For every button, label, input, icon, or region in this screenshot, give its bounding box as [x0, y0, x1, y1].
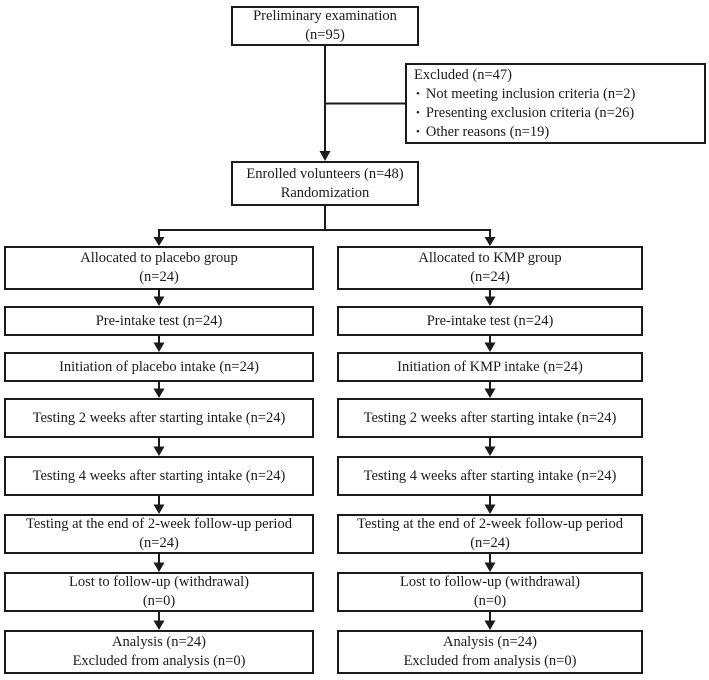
node-placebo-pre-intake-test: Pre-intake test (n=24)	[4, 306, 314, 336]
node-placebo-analysis: Analysis (n=24) Excluded from analysis (…	[4, 630, 314, 674]
excluded-reason-text: Presenting exclusion criteria (n=26)	[425, 104, 635, 121]
node-text-line: Testing 4 weeks after starting intake (n…	[363, 467, 617, 484]
node-placebo-allocated: Allocated to placebo group (n=24)	[4, 246, 314, 290]
node-text-line: Lost to follow-up (withdrawal)	[68, 574, 249, 590]
node-kmp-pre-intake-test: Pre-intake test (n=24)	[337, 306, 643, 336]
node-kmp-lost-to-followup: Lost to follow-up (withdrawal) (n=0)	[337, 572, 643, 612]
node-kmp-testing-4-weeks: Testing 4 weeks after starting intake (n…	[337, 456, 643, 496]
bullet-icon: •	[416, 87, 420, 100]
excluded-reason-text: Not meeting inclusion criteria (n=2)	[425, 85, 636, 102]
node-text-line: (n=24)	[470, 269, 510, 285]
excluded-reason-text: Other reasons (n=19)	[425, 123, 550, 140]
bullet-icon: •	[416, 125, 420, 138]
node-excluded: Excluded (n=47) • Not meeting inclusion c…	[405, 63, 706, 144]
node-placebo-testing-4-weeks: Testing 4 weeks after starting intake (n…	[4, 456, 314, 496]
node-text-line: Testing 2 weeks after starting intake (n…	[363, 409, 617, 426]
node-text-line: (n=95)	[305, 27, 345, 43]
node-text-line: Enrolled volunteers (n=48)	[246, 165, 404, 182]
node-kmp-analysis: Analysis (n=24) Excluded from analysis (…	[337, 630, 643, 674]
node-text-line: Initiation of KMP intake (n=24)	[397, 358, 583, 375]
node-text-line: Initiation of placebo intake (n=24)	[59, 358, 259, 375]
node-kmp-followup-end-test: Testing at the end of 2-week follow-up p…	[337, 514, 643, 554]
node-text-line: Excluded from analysis (n=0)	[72, 653, 246, 669]
node-text-line: Allocated to placebo group	[80, 250, 238, 266]
node-text-line: (n=24)	[139, 269, 179, 285]
node-text-line: Lost to follow-up (withdrawal)	[399, 574, 580, 590]
node-text-line: Pre-intake test (n=24)	[426, 312, 554, 329]
node-text-line: (n=0)	[142, 593, 176, 609]
node-placebo-lost-to-followup: Lost to follow-up (withdrawal) (n=0)	[4, 572, 314, 612]
node-text-line: (n=24)	[470, 535, 510, 551]
node-text-line: Allocated to KMP group	[418, 250, 562, 266]
node-kmp-testing-2-weeks: Testing 2 weeks after starting intake (n…	[337, 398, 643, 438]
excluded-reason-item: • Not meeting inclusion criteria (n=2)	[414, 85, 635, 104]
node-placebo-testing-2-weeks: Testing 2 weeks after starting intake (n…	[4, 398, 314, 438]
node-enrolled-randomization: Enrolled volunteers (n=48) Randomization	[231, 161, 419, 206]
node-text-line: Pre-intake test (n=24)	[95, 312, 223, 329]
node-text-line: Testing at the end of 2-week follow-up p…	[26, 516, 292, 532]
node-text-line: Excluded from analysis (n=0)	[403, 653, 577, 669]
node-text-line: (n=0)	[473, 593, 507, 609]
excluded-title: Excluded (n=47)	[414, 66, 512, 83]
arrowhead-icons	[153, 151, 496, 630]
bullet-icon: •	[416, 106, 420, 119]
excluded-reason-item: • Presenting exclusion criteria (n=26)	[414, 104, 634, 123]
node-placebo-followup-end-test: Testing at the end of 2-week follow-up p…	[4, 514, 314, 554]
node-kmp-initiation-of-intake: Initiation of KMP intake (n=24)	[337, 352, 643, 382]
node-kmp-allocated: Allocated to KMP group (n=24)	[337, 246, 643, 290]
node-text-line: Testing at the end of 2-week follow-up p…	[357, 516, 623, 532]
node-preliminary-examination: Preliminary examination (n=95)	[231, 6, 419, 46]
excluded-reason-item: • Other reasons (n=19)	[414, 123, 549, 142]
node-text-line: Analysis (n=24)	[112, 634, 206, 650]
node-text-line: Randomization	[280, 184, 370, 201]
node-text-line: (n=24)	[139, 535, 179, 551]
node-text-line: Testing 4 weeks after starting intake (n…	[32, 467, 286, 484]
node-text-line: Preliminary examination	[253, 8, 397, 24]
node-placebo-initiation-of-intake: Initiation of placebo intake (n=24)	[4, 352, 314, 382]
node-text-line: Analysis (n=24)	[443, 634, 537, 650]
node-text-line: Testing 2 weeks after starting intake (n…	[32, 409, 286, 426]
